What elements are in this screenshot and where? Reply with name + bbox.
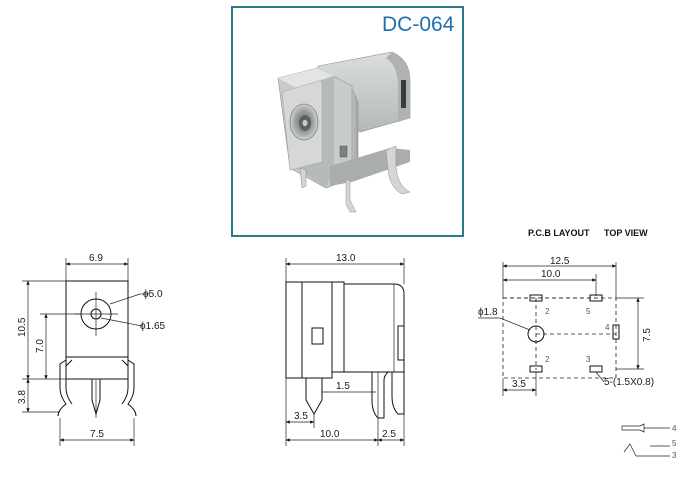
dim-pcb-offset: 3.5: [512, 379, 526, 390]
dim-pin-span: 7.5: [90, 429, 104, 440]
dim-front-width: 6.9: [89, 253, 103, 264]
dim-center-height: 7.0: [35, 339, 46, 353]
center-hole: [527, 325, 545, 343]
slot-note: 5-(1.5X0.8): [604, 377, 654, 388]
pad-num-4: 2: [545, 355, 550, 364]
pad-2-top: [529, 294, 543, 302]
dim-rear-offset: 2.5: [382, 429, 396, 440]
model-title: DC-064: [382, 13, 455, 36]
schematic-pin-3: 3: [672, 451, 677, 460]
dim-hole-dia: ϕ1.8: [478, 307, 498, 318]
pad-num-5: 3: [586, 355, 591, 364]
dim-pin-pitch: 10.0: [320, 429, 340, 440]
pad-4: [612, 324, 620, 340]
pad-num-1: 2: [545, 307, 550, 316]
jack-render: [277, 51, 411, 213]
dim-pcb-pitch: 10.0: [541, 269, 561, 280]
dim-pcb-height: 7.5: [642, 328, 653, 342]
product-photo: DC-064: [231, 6, 464, 237]
dim-pin-width: 1.5: [336, 381, 350, 392]
pcb-layout-drawing: P.C.B LAYOUT TOP VIEW 2 5 4 2 3 12.5 10.…: [478, 228, 654, 396]
dim-pin-offset: 3.5: [294, 411, 308, 422]
pcb-layout-label: P.C.B LAYOUT: [528, 228, 590, 238]
side-window: [311, 327, 324, 345]
dim-outer-dia: ϕ5.0: [143, 289, 163, 300]
jack-schematic: 4 5 3: [621, 423, 677, 460]
dim-pin-length: 3.8: [17, 390, 28, 404]
pad-num-2: 5: [586, 307, 591, 316]
schematic-pin-5: 5: [672, 439, 677, 448]
dim-pcb-width: 12.5: [550, 256, 570, 267]
pad-3: [589, 365, 603, 373]
pad-num-3: 4: [605, 323, 610, 332]
dim-inner-dia: ϕ1.65: [140, 321, 166, 332]
side-view-drawing: 13.0 1.5 3.5 10.0 2.5: [285, 253, 405, 446]
top-view-label: TOP VIEW: [604, 228, 648, 238]
dim-front-height: 10.5: [17, 317, 28, 337]
front-view-drawing: 6.9 10.5 7.0 3.8 7.5 ϕ5.0 ϕ1.65: [17, 253, 166, 446]
dim-side-length: 13.0: [336, 253, 356, 264]
schematic-pin-4: 4: [672, 424, 677, 433]
